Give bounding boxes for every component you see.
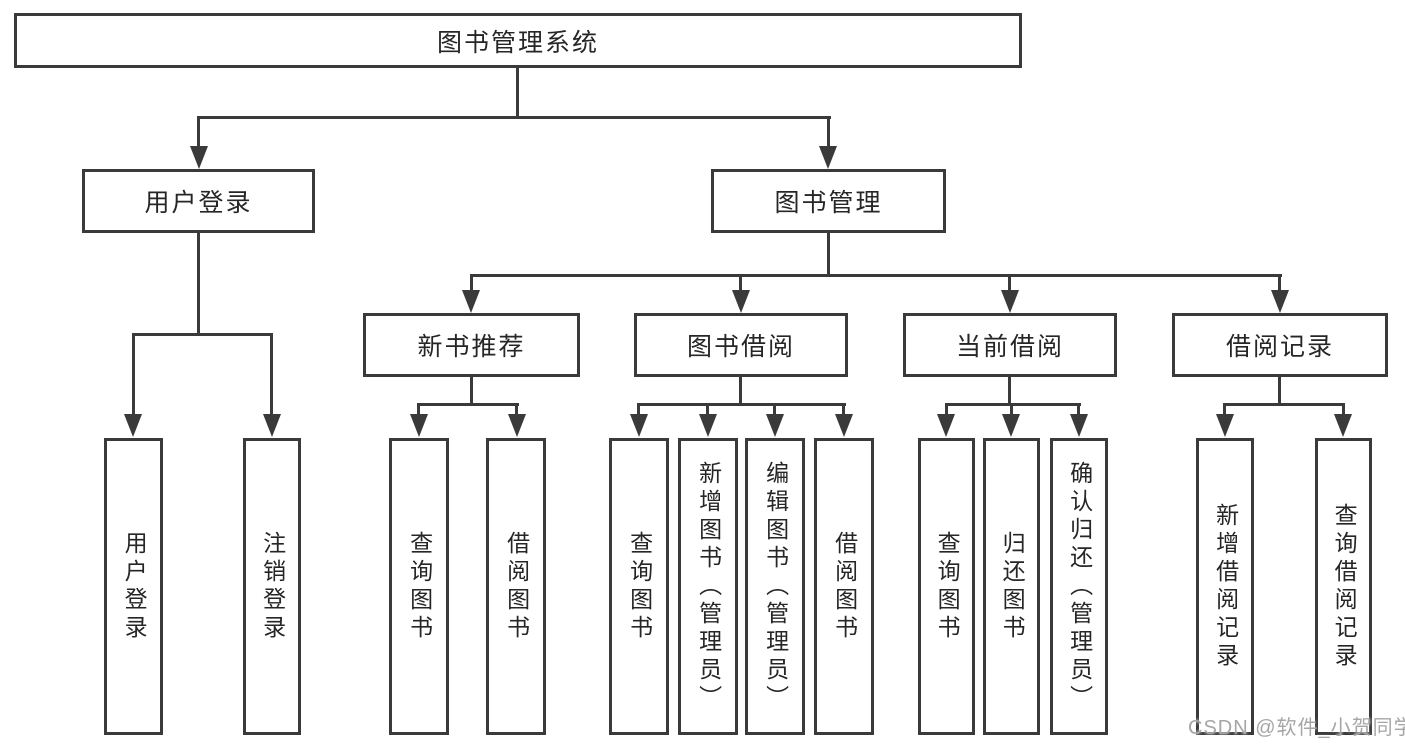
- connector-line: [945, 403, 948, 415]
- leaf-add-books-admin: 新增图书（管理员）: [678, 438, 738, 735]
- connector-line: [1077, 403, 1080, 415]
- arrow-down-icon: [1002, 414, 1020, 437]
- arrow-down-icon: [1271, 290, 1289, 313]
- connector-line: [1008, 274, 1011, 290]
- node-label: 查询图书: [406, 530, 433, 643]
- connector-line: [739, 274, 742, 290]
- node-book-management: 图书管理: [711, 169, 946, 233]
- arrow-down-icon: [835, 414, 853, 437]
- connector-line: [515, 403, 518, 415]
- connector-line: [197, 233, 200, 335]
- connector-line: [773, 403, 776, 415]
- node-label: 图书借阅: [686, 333, 795, 361]
- arrow-down-icon: [766, 414, 784, 437]
- connector-line: [417, 403, 519, 406]
- connector-line: [1278, 377, 1281, 405]
- node-label: 借阅图书: [503, 530, 530, 643]
- arrow-down-icon: [1001, 290, 1019, 313]
- leaf-user-login: 用户登录: [104, 438, 163, 735]
- leaf-query-borrow-record: 查询借阅记录: [1315, 438, 1372, 735]
- connector-line: [132, 333, 135, 414]
- arrow-down-icon: [937, 414, 955, 437]
- node-label: 借阅图书: [831, 530, 858, 643]
- node-label: 查询图书: [626, 530, 653, 643]
- node-label: 用户登录: [144, 189, 253, 217]
- node-user-login: 用户登录: [82, 169, 315, 233]
- arrow-down-icon: [1334, 414, 1352, 437]
- connector-line: [470, 377, 473, 405]
- node-library-management-system: 图书管理系统: [14, 13, 1022, 68]
- leaf-confirm-return-admin: 确认归还（管理员）: [1050, 438, 1108, 735]
- node-current-borrowing: 当前借阅: [903, 313, 1117, 377]
- node-label: 图书管理: [774, 189, 883, 217]
- leaf-query-books-borrowing: 查询图书: [609, 438, 669, 735]
- node-label: 查询借阅记录: [1331, 502, 1358, 671]
- connector-line: [470, 274, 1282, 277]
- arrow-down-icon: [508, 414, 526, 437]
- connector-line: [1223, 403, 1345, 406]
- connector-line: [470, 274, 473, 290]
- connector-line: [637, 403, 846, 406]
- connector-line: [197, 116, 831, 119]
- node-label: 编辑图书（管理员）: [762, 460, 789, 713]
- arrow-down-icon: [410, 414, 428, 437]
- arrow-down-icon: [699, 414, 717, 437]
- connector-line: [1010, 403, 1013, 415]
- arrow-down-icon: [263, 414, 281, 437]
- leaf-borrow-books-borrowing: 借阅图书: [814, 438, 874, 735]
- node-label: 注销登录: [259, 530, 286, 643]
- leaf-query-books-recommend: 查询图书: [389, 438, 449, 735]
- node-book-borrowing: 图书借阅: [634, 313, 848, 377]
- leaf-add-borrow-record: 新增借阅记录: [1196, 438, 1254, 735]
- connector-line: [637, 403, 640, 415]
- node-label: 新增借阅记录: [1212, 502, 1239, 671]
- connector-line: [842, 403, 845, 415]
- node-label: 查询图书: [934, 530, 961, 643]
- arrow-down-icon: [630, 414, 648, 437]
- connector-line: [197, 116, 200, 146]
- node-borrowing-records: 借阅记录: [1172, 313, 1388, 377]
- leaf-return-books: 归还图书: [983, 438, 1040, 735]
- leaf-borrow-books-recommend: 借阅图书: [486, 438, 546, 735]
- connector-line: [945, 403, 1081, 406]
- node-new-book-recommendation: 新书推荐: [363, 313, 580, 377]
- node-label: 新增图书（管理员）: [695, 460, 722, 713]
- node-label: 确认归还（管理员）: [1066, 460, 1093, 713]
- arrow-down-icon: [1070, 414, 1088, 437]
- leaf-logout-login: 注销登录: [243, 438, 301, 735]
- node-label: 借阅记录: [1225, 333, 1334, 361]
- arrow-down-icon: [124, 414, 142, 437]
- connector-line: [1008, 377, 1011, 405]
- connector-line: [827, 116, 830, 146]
- connector-line: [827, 233, 830, 276]
- node-label: 新书推荐: [417, 333, 526, 361]
- node-label: 用户登录: [121, 530, 148, 643]
- connector-line: [132, 333, 273, 336]
- leaf-query-books-current: 查询图书: [918, 438, 975, 735]
- arrow-down-icon: [819, 146, 837, 169]
- arrow-down-icon: [190, 146, 208, 169]
- connector-line: [417, 403, 420, 415]
- node-label: 当前借阅: [955, 333, 1064, 361]
- node-label: 归还图书: [999, 530, 1026, 643]
- arrow-down-icon: [732, 290, 750, 313]
- arrow-down-icon: [462, 290, 480, 313]
- connector-line: [706, 403, 709, 415]
- leaf-edit-books-admin: 编辑图书（管理员）: [745, 438, 805, 735]
- csdn-watermark: CSDN @软件_小贺同学: [1188, 717, 1405, 739]
- connector-line: [270, 333, 273, 414]
- connector-line: [1223, 403, 1226, 415]
- node-label: 图书管理系统: [436, 28, 599, 57]
- connector-line: [516, 68, 519, 117]
- connector-line: [1342, 403, 1345, 415]
- connector-line: [739, 377, 742, 405]
- connector-line: [1278, 274, 1281, 290]
- arrow-down-icon: [1216, 414, 1234, 437]
